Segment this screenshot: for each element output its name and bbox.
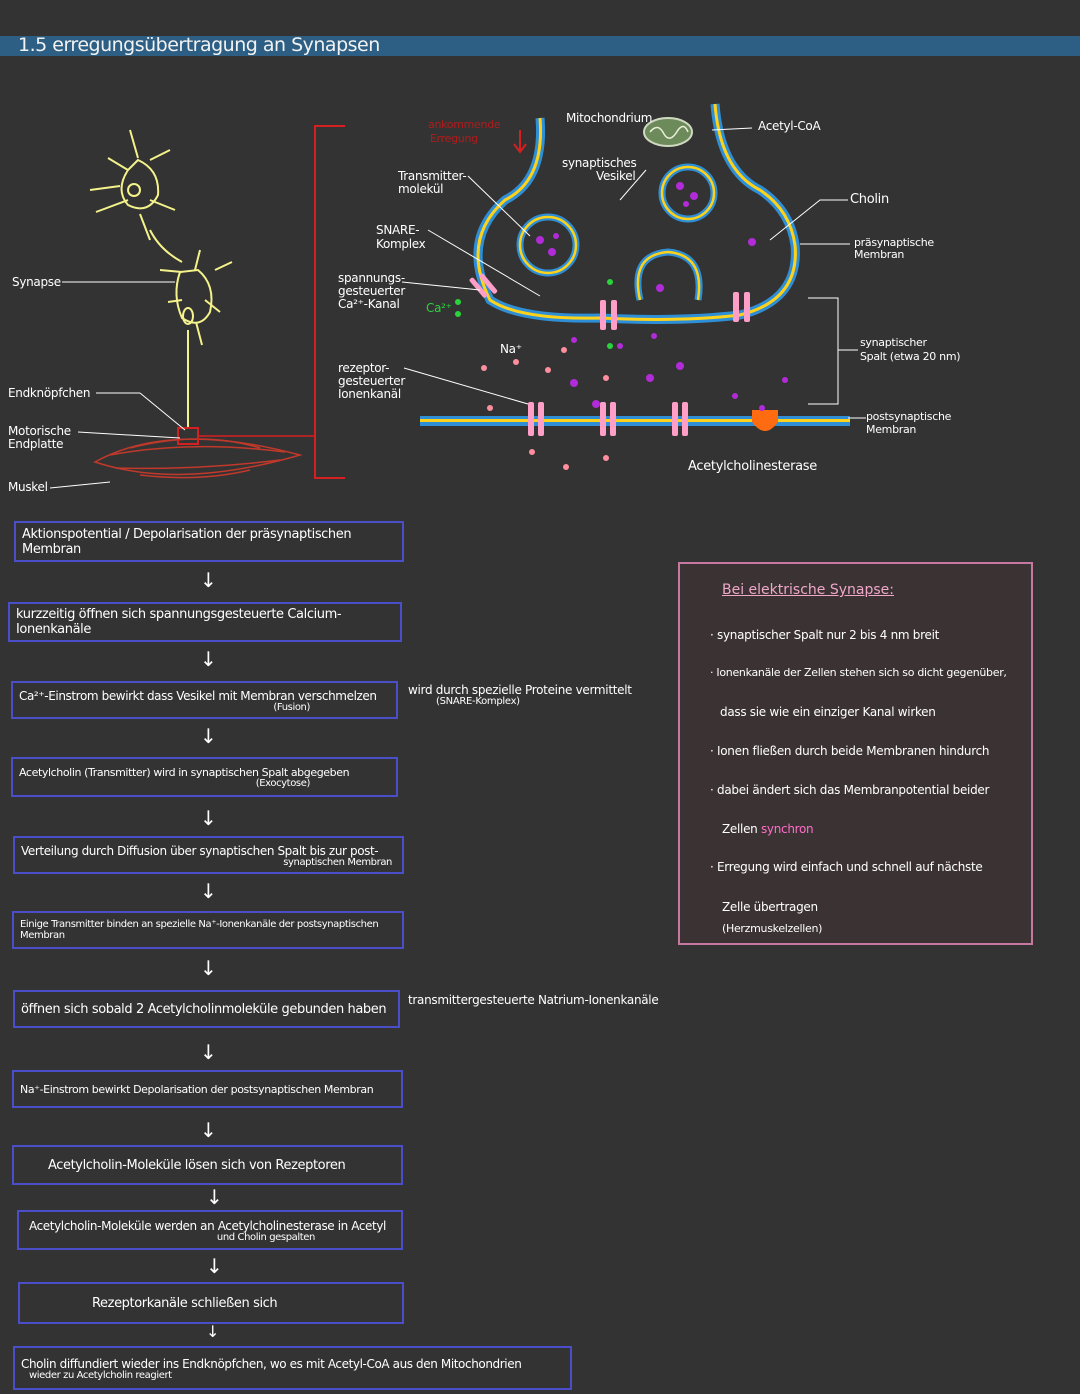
label-acetylcholinesterase: Acetylcholinesterase	[688, 459, 817, 474]
step-3: Ca²⁺-Einstrom bewirkt dass Vesikel mit M…	[11, 681, 398, 719]
step-10: Acetylcholin-Moleküle werden an Acetylch…	[17, 1210, 403, 1250]
arrow-7: ↓	[200, 1040, 217, 1064]
label-erregung-2: Erregung	[430, 132, 478, 145]
label-postsynaptisch-2: Membran	[866, 423, 917, 436]
note-snare: wird durch spezielle Proteine vermittelt…	[408, 683, 632, 707]
endplate-marker	[177, 427, 199, 445]
label-muskel: Muskel	[8, 480, 48, 494]
neuron-drawing	[89, 129, 233, 428]
step-2: kurzzeitig öffnen sich spannungsgesteuer…	[8, 602, 402, 642]
label-spalt-2: Spalt (etwa 20 nm)	[860, 350, 961, 363]
electric-synchron: synchron	[760, 822, 814, 836]
label-snare-1: SNARE-	[376, 223, 420, 237]
arrow-9: ↓	[206, 1185, 223, 1209]
electric-line-2: · Ionenkanäle der Zellen stehen sich so …	[710, 666, 1007, 679]
electric-line-7: · Erregung wird einfach und schnell auf …	[710, 860, 983, 874]
step-12: Cholin diffundiert wieder ins Endknöpfch…	[13, 1346, 572, 1390]
label-postsynaptisch-1: postsynaptische	[866, 410, 952, 423]
label-rezeptor-2: gesteuerter	[338, 374, 405, 388]
label-cholin: Cholin	[850, 192, 889, 207]
neuron-leaders	[49, 281, 186, 489]
electric-line-1: · synaptischer Spalt nur 2 bis 4 nm brei…	[710, 628, 940, 642]
arrow-11: ↓	[206, 1322, 220, 1341]
arrow-6: ↓	[200, 956, 217, 980]
step-1: Aktionspotential / Depolarisation der pr…	[14, 521, 404, 562]
label-rezeptor-3: Ionenkanäl	[338, 387, 401, 401]
label-rezeptor-1: rezeptor-	[338, 361, 390, 375]
arrow-1: ↓	[200, 568, 217, 592]
arrow-10: ↓	[206, 1254, 223, 1278]
title-bar	[0, 36, 1080, 56]
step-8: Na⁺-Einstrom bewirkt Depolarisation der …	[12, 1070, 403, 1108]
label-snare-2: Komplex	[376, 237, 426, 251]
synapse-diagram	[49, 103, 866, 489]
arrow-8: ↓	[200, 1118, 217, 1142]
label-transmitter-1: Transmitter-	[398, 169, 467, 183]
electric-line-8: Zelle übertragen	[722, 900, 818, 914]
presynaptic-channels	[469, 273, 750, 330]
vesicles	[516, 163, 718, 301]
label-spannung-1: spannungs-	[338, 271, 405, 285]
label-spannung-2: gesteuerter	[338, 284, 405, 298]
label-endknoepfchen: Endknöpfchen	[8, 386, 91, 400]
step-7: öffnen sich sobald 2 Acetylcholinmolekül…	[13, 990, 400, 1028]
label-acetyl-coa: Acetyl-CoA	[758, 119, 821, 133]
synapse-leaders	[401, 127, 866, 419]
step-9: Acetylcholin-Moleküle lösen sich von Rez…	[12, 1145, 403, 1185]
label-synapse: Synapse	[12, 275, 61, 289]
electric-line-4: · Ionen fließen durch beide Membranen hi…	[710, 744, 990, 758]
label-spannung-3: Ca²⁺-Kanal	[338, 297, 400, 311]
mitochondrion-cristae	[649, 125, 689, 139]
arrow-5: ↓	[200, 879, 217, 903]
label-praesynaptisch-1: präsynaptische	[854, 236, 934, 249]
postsynaptic-membrane	[420, 416, 850, 426]
label-ca: Ca²⁺	[426, 301, 452, 315]
electric-synapse-box: Bei elektrische Synapse: · synaptischer …	[678, 562, 1033, 945]
calcium-ions	[455, 279, 613, 349]
sodium-ions	[481, 347, 609, 470]
electric-heading: Bei elektrische Synapse:	[722, 582, 894, 598]
electric-line-5: · dabei ändert sich das Membranpotential…	[710, 783, 990, 797]
acetylcholinesterase-enzyme	[752, 410, 778, 431]
step-5: Verteilung durch Diffusion über synaptis…	[13, 836, 404, 874]
label-motorische: Motorische	[8, 424, 71, 438]
muscle-drawing	[93, 438, 303, 479]
erregung-arrow	[513, 130, 527, 154]
electric-line-3: dass sie wie ein einziger Kanal wirken	[720, 705, 936, 719]
arrow-3: ↓	[200, 724, 217, 748]
receptor-channels	[528, 402, 688, 436]
label-transmitter-2: molekül	[398, 182, 444, 196]
label-endplatte: Endplatte	[8, 437, 64, 451]
mitochondrion	[643, 117, 693, 147]
step-11: Rezeptorkanäle schließen sich	[18, 1282, 404, 1324]
zoom-bracket	[314, 125, 345, 479]
label-praesynaptisch-2: Membran	[854, 248, 905, 261]
arrow-2: ↓	[200, 647, 217, 671]
transmitter-molecules	[536, 182, 788, 411]
page-title: 1.5 erregungsübertragung an Synapsen	[18, 34, 380, 56]
step-6: Einige Transmitter binden an spezielle N…	[12, 911, 404, 949]
presynaptic-terminal	[473, 103, 800, 324]
electric-line-9: (Herzmuskelzellen)	[722, 922, 823, 935]
electric-line-6: Zellen synchron	[722, 822, 814, 836]
arrow-4: ↓	[200, 806, 217, 830]
label-vesikel-2: Vesikel	[596, 169, 636, 183]
label-vesikel-1: synaptisches	[562, 156, 637, 170]
label-spalt-1: synaptischer	[860, 336, 927, 349]
label-mitochondrium: Mitochondrium	[566, 111, 653, 125]
label-erregung-1: ankommende	[428, 118, 501, 131]
step-4: Acetylcholin (Transmitter) wird in synap…	[11, 757, 398, 797]
note-natrium: transmittergesteuerte Natrium-Ionenkanäl…	[408, 993, 659, 1007]
label-na: Na⁺	[500, 342, 522, 356]
